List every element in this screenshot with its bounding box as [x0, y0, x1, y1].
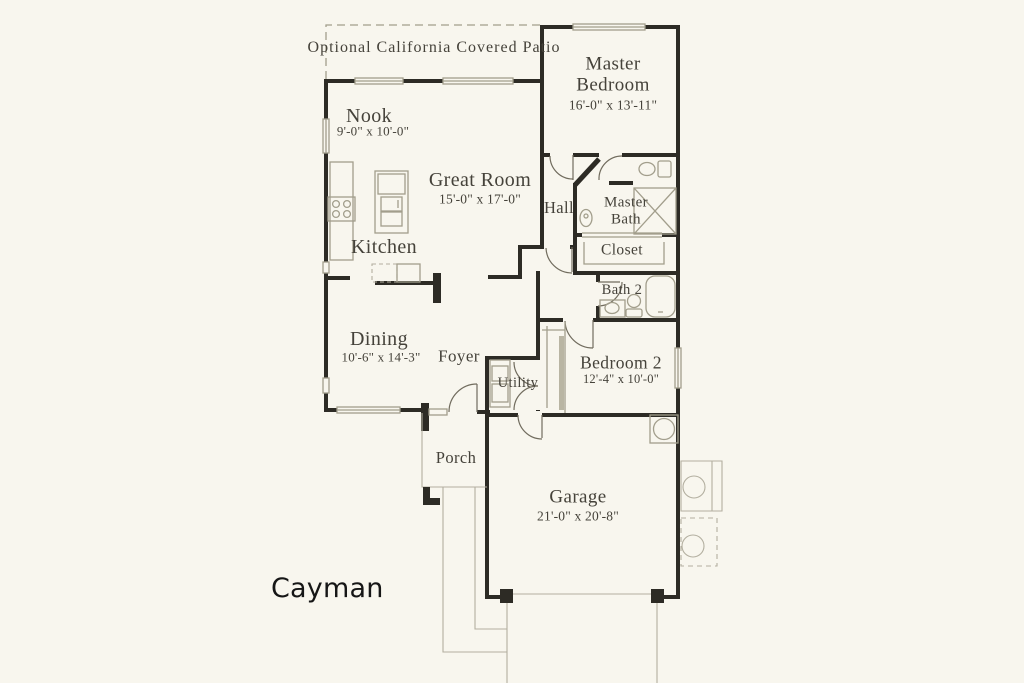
door-utility-double — [513, 361, 539, 411]
washer-dryer-icon — [489, 359, 511, 408]
window-kitchen-left — [322, 261, 330, 274]
door-garage-entry — [517, 414, 543, 440]
great-room-label: Great Room — [428, 169, 532, 191]
ac-unit-icon-2 — [680, 517, 718, 567]
bedroom2-dims: 12'-4" x 10'-0" — [582, 371, 660, 386]
door-bedroom2 — [564, 320, 594, 349]
kitchen-label: Kitchen — [350, 236, 418, 258]
kitchen-fixtures — [327, 161, 421, 283]
toilet-icon-bath2 — [625, 293, 643, 318]
ac-unit-icon-1 — [680, 460, 723, 512]
driveway-lines — [506, 597, 658, 683]
master-bedroom-dims: 16'-0" x 13'-11" — [568, 97, 658, 113]
great-room-dims: 15'-0" x 17'-0" — [439, 191, 521, 207]
kitchen-peninsula — [371, 263, 421, 283]
plan-name: Cayman — [271, 573, 384, 604]
kitchen-counter — [329, 161, 354, 261]
porch-step — [423, 487, 440, 505]
door-front-entry — [448, 383, 478, 413]
garage-dims: 21'-0" x 20'-8" — [537, 508, 619, 524]
toilet-icon-master — [638, 160, 672, 178]
patio-outline — [325, 24, 541, 79]
patio-label: Optional California Covered Patio — [307, 39, 561, 56]
master-bath-fixtures — [579, 160, 677, 265]
hall-label: Hall — [543, 197, 575, 217]
bedroom2-label: Bedroom 2 — [580, 352, 662, 373]
window-greatroom-top — [442, 77, 514, 85]
garage-label: Garage — [549, 486, 607, 508]
master-bedroom-label2: Bedroom — [576, 74, 650, 96]
stove-icon — [327, 196, 356, 222]
master-bath-label: Master — [603, 194, 649, 211]
windows — [322, 23, 682, 416]
doors — [448, 155, 662, 440]
site-lines — [421, 413, 723, 683]
porch-post — [421, 403, 429, 431]
closet-shelf — [583, 242, 665, 265]
master-bedroom-label: Master — [585, 53, 641, 75]
closet-bifold-doors — [582, 232, 662, 238]
window-dining-bottom — [336, 406, 401, 414]
dining-dims: 10'-6" x 14'-3" — [341, 349, 421, 365]
window-master-top — [572, 23, 646, 31]
closet-label: Closet — [600, 241, 644, 259]
porch-outline — [421, 413, 487, 505]
nook-label: Nook — [345, 105, 393, 127]
window-dining-left — [322, 377, 330, 394]
door-master-bath — [598, 155, 623, 181]
water-heater-icon — [649, 414, 679, 444]
window-bedroom2-right — [674, 347, 682, 389]
nook-dims: 9'-0" x 10'-0" — [336, 123, 410, 139]
walkway-lines — [442, 487, 507, 653]
door-master-bedroom — [549, 155, 574, 180]
bath2-label: Bath 2 — [601, 281, 643, 298]
wall-greatroom-corner — [488, 245, 522, 279]
island-sink-icon — [380, 196, 403, 227]
window-entry-sidelite — [428, 408, 448, 416]
sink-icon-bath2 — [599, 299, 626, 318]
window-nook-top — [354, 77, 404, 85]
bathtub-icon — [645, 275, 676, 318]
dining-label: Dining — [350, 328, 408, 350]
bath2-fixtures — [599, 275, 676, 318]
kitchen-island — [374, 170, 409, 234]
utility-label: Utility — [497, 374, 539, 391]
sink-icon-master — [579, 208, 593, 228]
pillar-kitchen — [433, 273, 441, 303]
door-bath2 — [597, 281, 623, 307]
master-bath-label2: Bath — [611, 211, 641, 228]
porch-label: Porch — [435, 447, 477, 467]
foyer-label: Foyer — [438, 346, 480, 366]
utility-fixtures — [489, 359, 679, 444]
garage-door — [500, 589, 664, 603]
shower-icon — [633, 187, 677, 235]
wall-bath-diagonal — [573, 157, 601, 187]
bedroom2-closet-doors — [542, 322, 566, 413]
window-nook-left — [322, 118, 330, 154]
door-hall-corridor — [545, 247, 573, 274]
